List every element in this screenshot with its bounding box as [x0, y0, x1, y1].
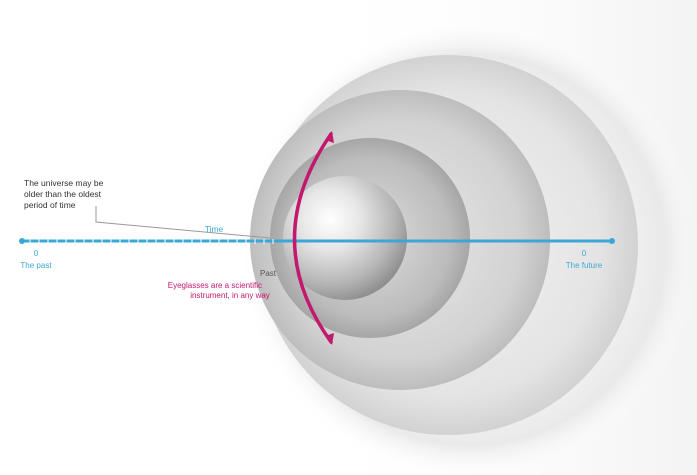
timeline-label: Time [205, 224, 224, 234]
timeline-end-value: 0 [582, 249, 587, 258]
annotation-line: The universe may be [24, 178, 104, 188]
timeline-start-marker [19, 238, 25, 244]
annotation-line: period of time [24, 200, 76, 210]
annotation-line: older than the oldest [24, 189, 102, 199]
timeline-end-caption: The future [566, 261, 603, 270]
boundary-note-line: Eyeglasses are a scientific [168, 281, 262, 290]
boundary-note: Eyeglasses are a scientific instrument, … [168, 281, 270, 300]
timeline-end-marker [609, 238, 615, 244]
boundary-label: Past [260, 269, 277, 278]
boundary-note-line: instrument, in any way [190, 291, 270, 300]
timeline-start-caption: The past [20, 261, 52, 270]
timeline-start-value: 0 [34, 249, 39, 258]
annotation-text: The universe may be older than the oldes… [24, 178, 106, 210]
